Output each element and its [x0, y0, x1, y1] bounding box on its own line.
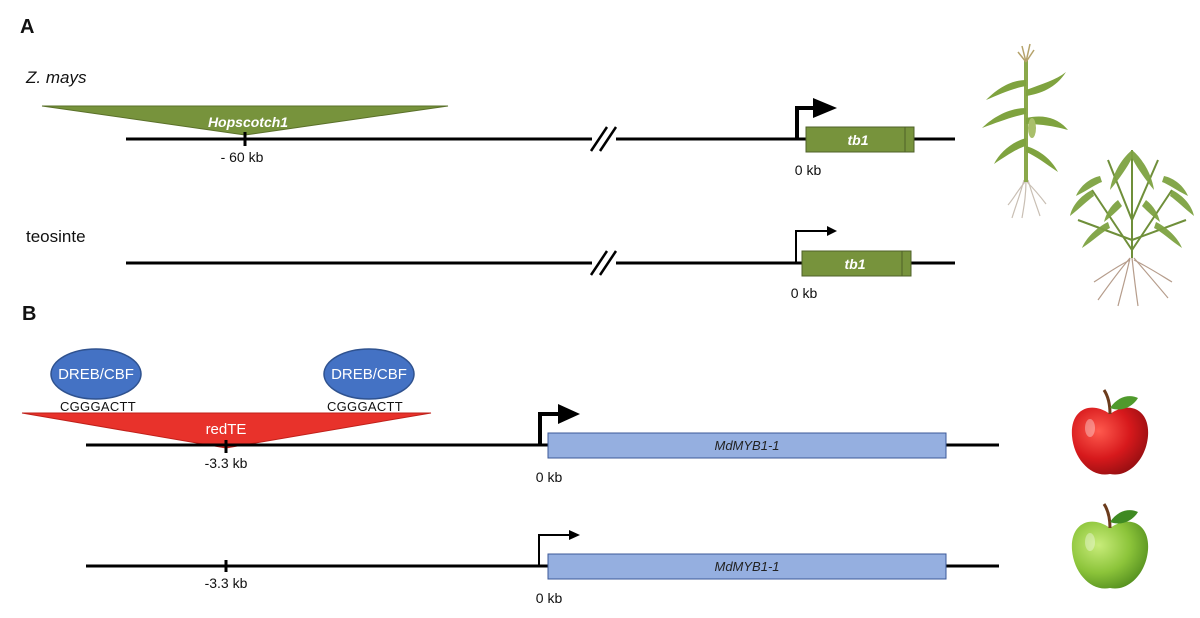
- redte-te-wedge: [21, 412, 432, 449]
- motif-right: CGGGACTT: [327, 399, 403, 414]
- green-apple-icon: [1071, 503, 1149, 589]
- motif-left: CGGGACTT: [60, 399, 136, 414]
- hopscotch1-te-wedge: [41, 105, 449, 136]
- species-z-mays: Z. mays: [25, 68, 87, 87]
- hopscotch1-label: Hopscotch1: [208, 114, 288, 130]
- panel-b-letter: B: [22, 303, 36, 325]
- promoter-arrow-icon: [538, 530, 580, 566]
- maize-plant-icon: [982, 43, 1068, 219]
- promoter-arrow-icon: [795, 98, 837, 139]
- tss-label-green: 0 kb: [536, 590, 563, 606]
- tb1-gene-box-maize: [805, 126, 915, 153]
- mdmyb1-gene-box-green: [547, 553, 947, 580]
- tb1-label-teosinte: tb1: [845, 256, 866, 272]
- bottom-position-label: -3.3 kb: [205, 575, 248, 591]
- promoter-arrow-icon: [538, 404, 580, 445]
- mdmyb1-gene-box-red: [547, 432, 947, 459]
- tb1-label-maize: tb1: [848, 132, 869, 148]
- red-apple-icon: [1071, 389, 1149, 475]
- mdmyb1-label-green: MdMYB1-1: [714, 559, 779, 574]
- dreb-cbf-label-left: DREB/CBF: [58, 366, 134, 383]
- tss-label-teosinte: 0 kb: [791, 285, 818, 301]
- tb1-gene-box-teosinte: [801, 250, 912, 277]
- break-mark-icon: [589, 250, 618, 276]
- promoter-arrow-icon: [795, 226, 837, 263]
- dreb-cbf-factor-right: [323, 348, 415, 400]
- species-teosinte: teosinte: [26, 227, 86, 246]
- mdmyb1-label-red: MdMYB1-1: [714, 438, 779, 453]
- break-mark-icon: [589, 126, 618, 152]
- redte-label: redTE: [206, 421, 247, 438]
- teosinte-plant-icon: [1070, 150, 1194, 307]
- redte-position-label: -3.3 kb: [205, 455, 248, 471]
- tss-label-red: 0 kb: [536, 469, 563, 485]
- dreb-cbf-factor-left: [50, 348, 142, 400]
- panel-a-letter: A: [20, 16, 34, 38]
- tss-label-maize: 0 kb: [795, 162, 822, 178]
- hopscotch1-position-label: - 60 kb: [221, 149, 264, 165]
- dreb-cbf-label-right: DREB/CBF: [331, 366, 407, 383]
